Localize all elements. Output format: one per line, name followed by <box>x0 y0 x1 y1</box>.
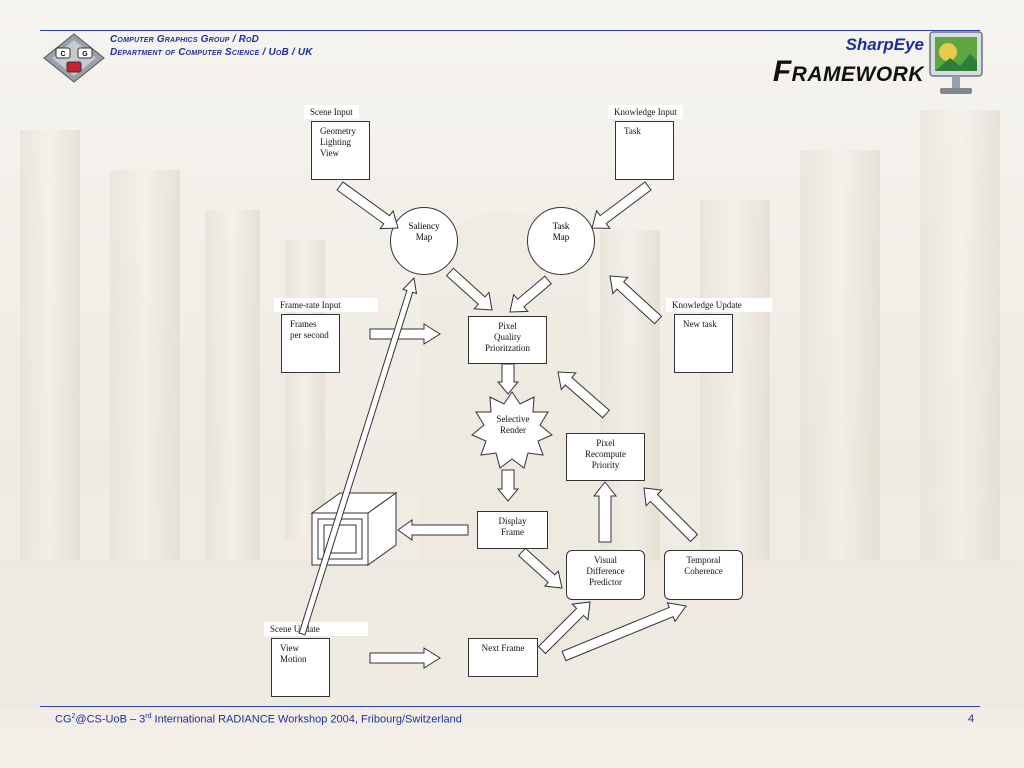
display-frame-box: Display Frame <box>477 511 548 549</box>
visual-difference-box: Visual Difference Predictor <box>566 550 645 600</box>
frame-rate-input-label: Frame-rate Input <box>274 298 378 312</box>
temporal-coherence-box: Temporal Coherence <box>664 550 743 600</box>
knowledge-input-box: Task <box>615 121 674 180</box>
frame-rate-input-box: Frames per second <box>281 314 340 373</box>
footer-suffix: International RADIANCE Workshop 2004, Fr… <box>151 713 462 726</box>
footer-sup1: 2 <box>71 713 76 720</box>
svg-text:C: C <box>60 51 65 58</box>
slide-subtitle: SharpEye <box>845 35 924 54</box>
cg-cube-logo-icon: C G <box>43 33 105 83</box>
saliency-map-node: Saliency Map <box>390 207 458 275</box>
footer-sup2: rd <box>145 713 152 720</box>
knowledge-input-label: Knowledge Input <box>608 105 683 119</box>
footer-rule <box>40 706 980 707</box>
knowledge-update-box: New task <box>674 314 733 373</box>
page-number: 4 <box>968 713 975 725</box>
scene-update-box: View Motion <box>271 638 330 697</box>
svg-text:G: G <box>82 51 88 58</box>
scene-input-box: Geometry Lighting View <box>311 121 370 180</box>
header-rule <box>40 30 980 31</box>
pixel-recompute-box: Pixel Recompute Priority <box>566 433 645 481</box>
footer-prefix: CG <box>55 713 72 726</box>
scene-input-label: Scene Input <box>304 105 359 119</box>
monitor-logo-icon <box>929 31 983 94</box>
slide-title: Framework <box>772 55 924 88</box>
knowledge-update-label: Knowledge Update <box>666 298 772 312</box>
next-frame-box: Next Frame <box>468 638 538 677</box>
scene-update-label: Scene Update <box>264 622 368 636</box>
task-map-node: Task Map <box>527 207 595 275</box>
footer-mid: @CS-UoB – 3 <box>75 713 146 726</box>
pixel-quality-box: Pixel Quality Prioritzation <box>468 316 547 364</box>
group-name-line1: Computer Graphics Group / RoD <box>110 34 260 45</box>
selective-render-label: Selective Render <box>496 414 530 435</box>
footer-conference: CG2@CS-UoB – 3rd International RADIANCE … <box>55 713 462 726</box>
group-name-line2: Department of Computer Science / UoB / U… <box>110 47 313 58</box>
